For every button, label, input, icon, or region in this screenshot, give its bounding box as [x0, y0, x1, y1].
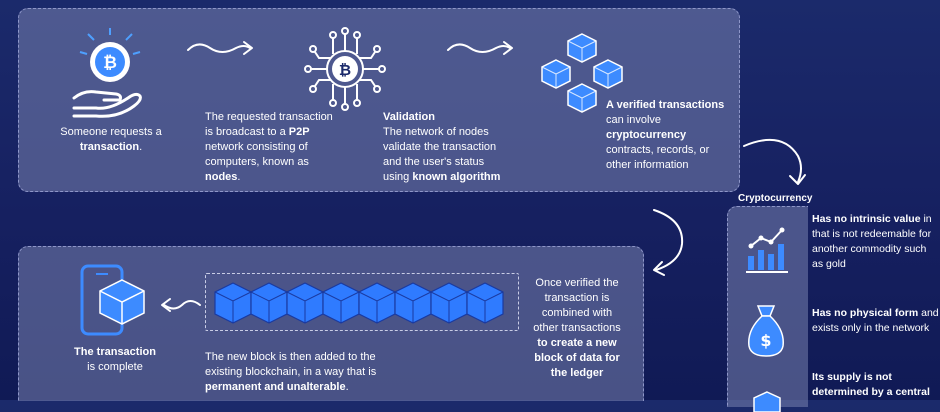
added-line2: existing blockchain, in a way that is	[205, 366, 377, 378]
combined-line4: other transactions	[533, 322, 621, 334]
block-cube	[214, 282, 252, 324]
side-item1-text: Has no intrinsic value in that is not re…	[812, 212, 940, 272]
side-item2-r1: and	[918, 307, 939, 319]
block-cube	[394, 282, 432, 324]
step3-line4a: using	[383, 171, 413, 183]
squiggle-arrow-icon	[187, 41, 253, 55]
step2-line5-end: .	[237, 171, 241, 183]
svg-text:$: $	[760, 331, 771, 350]
block-cube	[286, 282, 324, 324]
combined-line7: the ledger	[550, 367, 604, 379]
step1-line1: Someone requests a	[60, 126, 162, 138]
combined-line3: combined with	[541, 307, 613, 319]
step2-line2b: P2P	[288, 126, 310, 138]
side-heading: Cryptocurrency	[738, 193, 813, 204]
side-item3-text: Its supply is not determined by a centra…	[812, 370, 940, 400]
squiggle-arrow-left-icon	[161, 298, 201, 312]
bitcoin-network-icon: ₿	[304, 27, 386, 111]
added-text: The new block is then added to the exist…	[205, 350, 465, 395]
side-item1-bold: Has no intrinsic value	[812, 213, 921, 225]
curved-arrow-icon	[743, 139, 806, 185]
complete-text: The transaction is complete	[40, 345, 190, 375]
step3-text: Validation The network of nodes validate…	[383, 110, 553, 185]
side-item3-line2: determined by a central	[812, 386, 930, 398]
step2-text: The requested transaction is broadcast t…	[205, 110, 375, 185]
side-item1-r1: in	[920, 213, 932, 225]
complete-bold: The transaction	[74, 346, 156, 358]
svg-text:₿: ₿	[103, 53, 117, 73]
combined-line5: to create a new	[537, 337, 617, 349]
curved-arrow-down-icon	[653, 209, 684, 276]
step3-line1: The network of nodes	[383, 126, 489, 138]
money-bag-icon: $	[748, 305, 784, 357]
block-cube	[358, 282, 396, 324]
side-item1-line2: that is not redeemable for	[812, 228, 932, 240]
block-cube	[322, 282, 360, 324]
hand-bitcoin-icon: ₿	[72, 28, 142, 118]
step2-line2a: is broadcast to a	[205, 126, 289, 138]
step4-text: A verified transactions can involve cryp…	[606, 98, 736, 173]
step2-line1: The requested transaction	[205, 111, 333, 123]
added-line3b: .	[345, 381, 349, 393]
blockchain-row	[205, 273, 519, 331]
step2-line5: nodes	[205, 171, 238, 183]
added-line1: The new block is then added to the	[205, 351, 376, 363]
side-item2-text: Has no physical form and exists only in …	[812, 306, 940, 336]
squiggle-arrow-icon	[447, 41, 513, 55]
step4-line2: can involve	[606, 114, 662, 126]
blockchain-cubes	[214, 282, 504, 324]
added-line3a: permanent and unalterable	[205, 381, 346, 393]
combined-text: Once verified the transaction is combine…	[522, 276, 632, 381]
step3-line2: validate the transaction	[383, 141, 497, 153]
step3-line3: and the user's status	[383, 156, 485, 168]
step3-line4b: known algorithm	[412, 171, 501, 183]
side-item1-line4: as gold	[812, 258, 846, 270]
step4-line5: other information	[606, 159, 689, 171]
side-item3-line1: Its supply is not	[812, 371, 892, 383]
complete-line2: is complete	[87, 361, 143, 373]
combined-line6: block of data for	[534, 352, 620, 364]
step2-line3: network consisting of	[205, 141, 308, 153]
svg-text:₿: ₿	[339, 61, 351, 79]
chart-growth-icon	[746, 227, 788, 273]
step3-title: Validation	[383, 111, 435, 123]
block-cube	[250, 282, 288, 324]
phone-cube-icon	[80, 264, 145, 336]
step4-line1: A verified transactions	[606, 99, 725, 111]
block-cube	[430, 282, 468, 324]
side-item1-line3: another commodity such	[812, 243, 927, 255]
cube-network-icon	[541, 33, 623, 113]
step1-bold: transaction	[79, 141, 140, 153]
cube-icon	[753, 391, 781, 412]
step2-line4: computers, known as	[205, 156, 309, 168]
step1-text: Someone requests a transaction.	[52, 125, 170, 155]
side-item2-bold: Has no physical form	[812, 307, 919, 319]
combined-line1: Once verified the	[535, 277, 619, 289]
combined-line2: transaction is	[544, 292, 610, 304]
step4-line3: cryptocurrency	[606, 129, 687, 141]
side-item2-line2: exists only in the network	[812, 322, 930, 334]
step4-line4: contracts, records, or	[606, 144, 710, 156]
step1-end: .	[139, 141, 143, 153]
block-cube	[466, 282, 504, 324]
